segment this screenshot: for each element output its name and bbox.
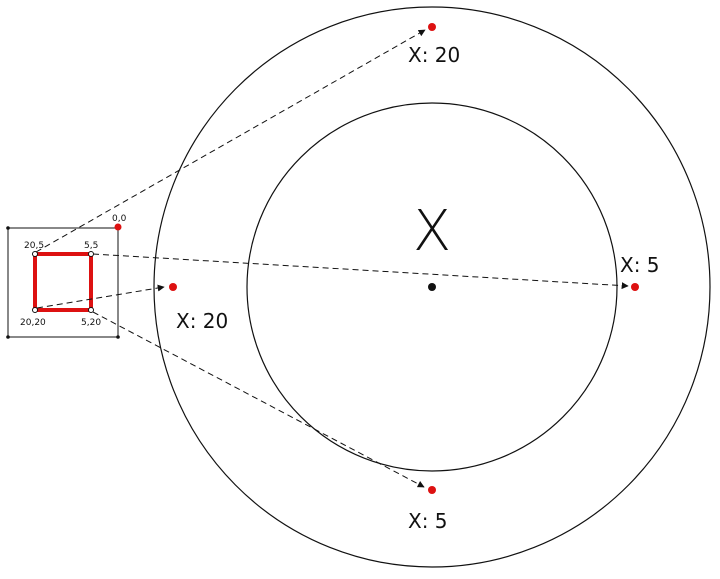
inset-corner-label-tl: 20,5: [24, 241, 44, 251]
point-bottom: [428, 486, 436, 494]
point-right: [631, 283, 639, 291]
inset-corner-tl: [32, 251, 38, 257]
inset-frame-corner-bl: [6, 335, 10, 339]
point-top-label: X: 20: [408, 43, 460, 67]
inset-corner-label-br: 5,20: [81, 318, 101, 328]
arrow-bottom-right-to-bottom: [92, 311, 425, 488]
inset-corner-label-bl: 20,20: [20, 318, 46, 328]
arrow-bottom-left-to-left: [36, 284, 165, 309]
inset-frame-corner-tl: [6, 226, 10, 230]
center-point: [428, 283, 436, 291]
inset-highlight-square: [33, 252, 93, 312]
point-right-label: X: 5: [620, 253, 660, 277]
arrow-top-right-to-right: [92, 253, 629, 290]
inset-corner-tr: [88, 251, 94, 257]
outer-ring: [153, 6, 711, 568]
inset-corner-bl: [32, 307, 38, 313]
arrow-top-left-to-top: [35, 29, 426, 253]
inner-ring: [246, 102, 618, 472]
point-bottom-label: X: 5: [408, 509, 448, 533]
center-label: X: [413, 199, 451, 264]
inset-frame-corner-br: [116, 335, 120, 339]
inset-frame: [7, 227, 119, 338]
inset-corner-label-tr: 5,5: [84, 241, 98, 251]
inset-corner-br: [88, 307, 94, 313]
inset-origin-label: 0,0: [112, 214, 127, 224]
point-left-label: X: 20: [176, 309, 228, 333]
point-top: [428, 23, 436, 31]
point-left: [169, 283, 177, 291]
inset-origin-point: [114, 223, 122, 231]
